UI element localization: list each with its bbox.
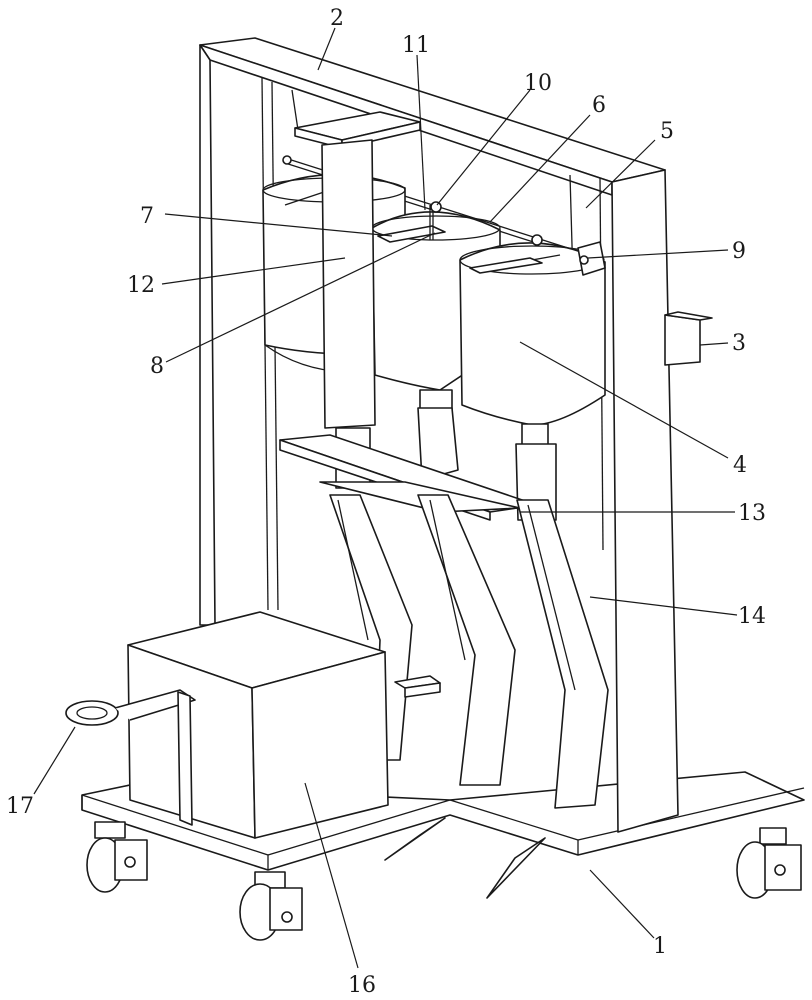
label-1: 1 — [653, 934, 667, 959]
ground-spikes — [384, 817, 546, 899]
hopper-front — [459, 242, 606, 521]
label-2: 2 — [330, 6, 344, 31]
push-handle — [65, 689, 196, 826]
label-3: 3 — [732, 331, 746, 356]
stirring-blades — [377, 205, 543, 274]
label-16: 16 — [348, 973, 376, 998]
label-7: 7 — [140, 204, 154, 229]
label-10: 10 — [524, 71, 552, 96]
label-5: 5 — [660, 119, 674, 144]
label-8: 8 — [150, 354, 164, 379]
caster-wheel — [86, 821, 148, 893]
caster-wheel — [736, 827, 802, 899]
caster-wheel — [239, 871, 303, 941]
lower-shelf — [394, 675, 441, 698]
label-9: 9 — [732, 239, 746, 264]
label-11: 11 — [402, 33, 430, 58]
label-4: 4 — [733, 453, 747, 478]
lift-cylinder — [321, 139, 376, 489]
leader-lines — [33, 27, 738, 969]
label-14: 14 — [738, 604, 766, 629]
chutes — [329, 494, 609, 809]
hanging-plate — [294, 111, 421, 149]
control-box — [127, 611, 389, 839]
side-box — [664, 311, 713, 366]
label-12: 12 — [127, 273, 155, 298]
discharge-tray — [279, 434, 538, 521]
reference-numerals: 2 11 10 6 5 7 9 12 3 8 4 13 14 17 1 16 — [6, 6, 766, 998]
label-13: 13 — [738, 501, 766, 526]
label-17: 17 — [6, 794, 34, 819]
shaft-couplings — [430, 201, 543, 246]
label-6: 6 — [592, 93, 606, 118]
motor-bracket — [577, 241, 606, 276]
